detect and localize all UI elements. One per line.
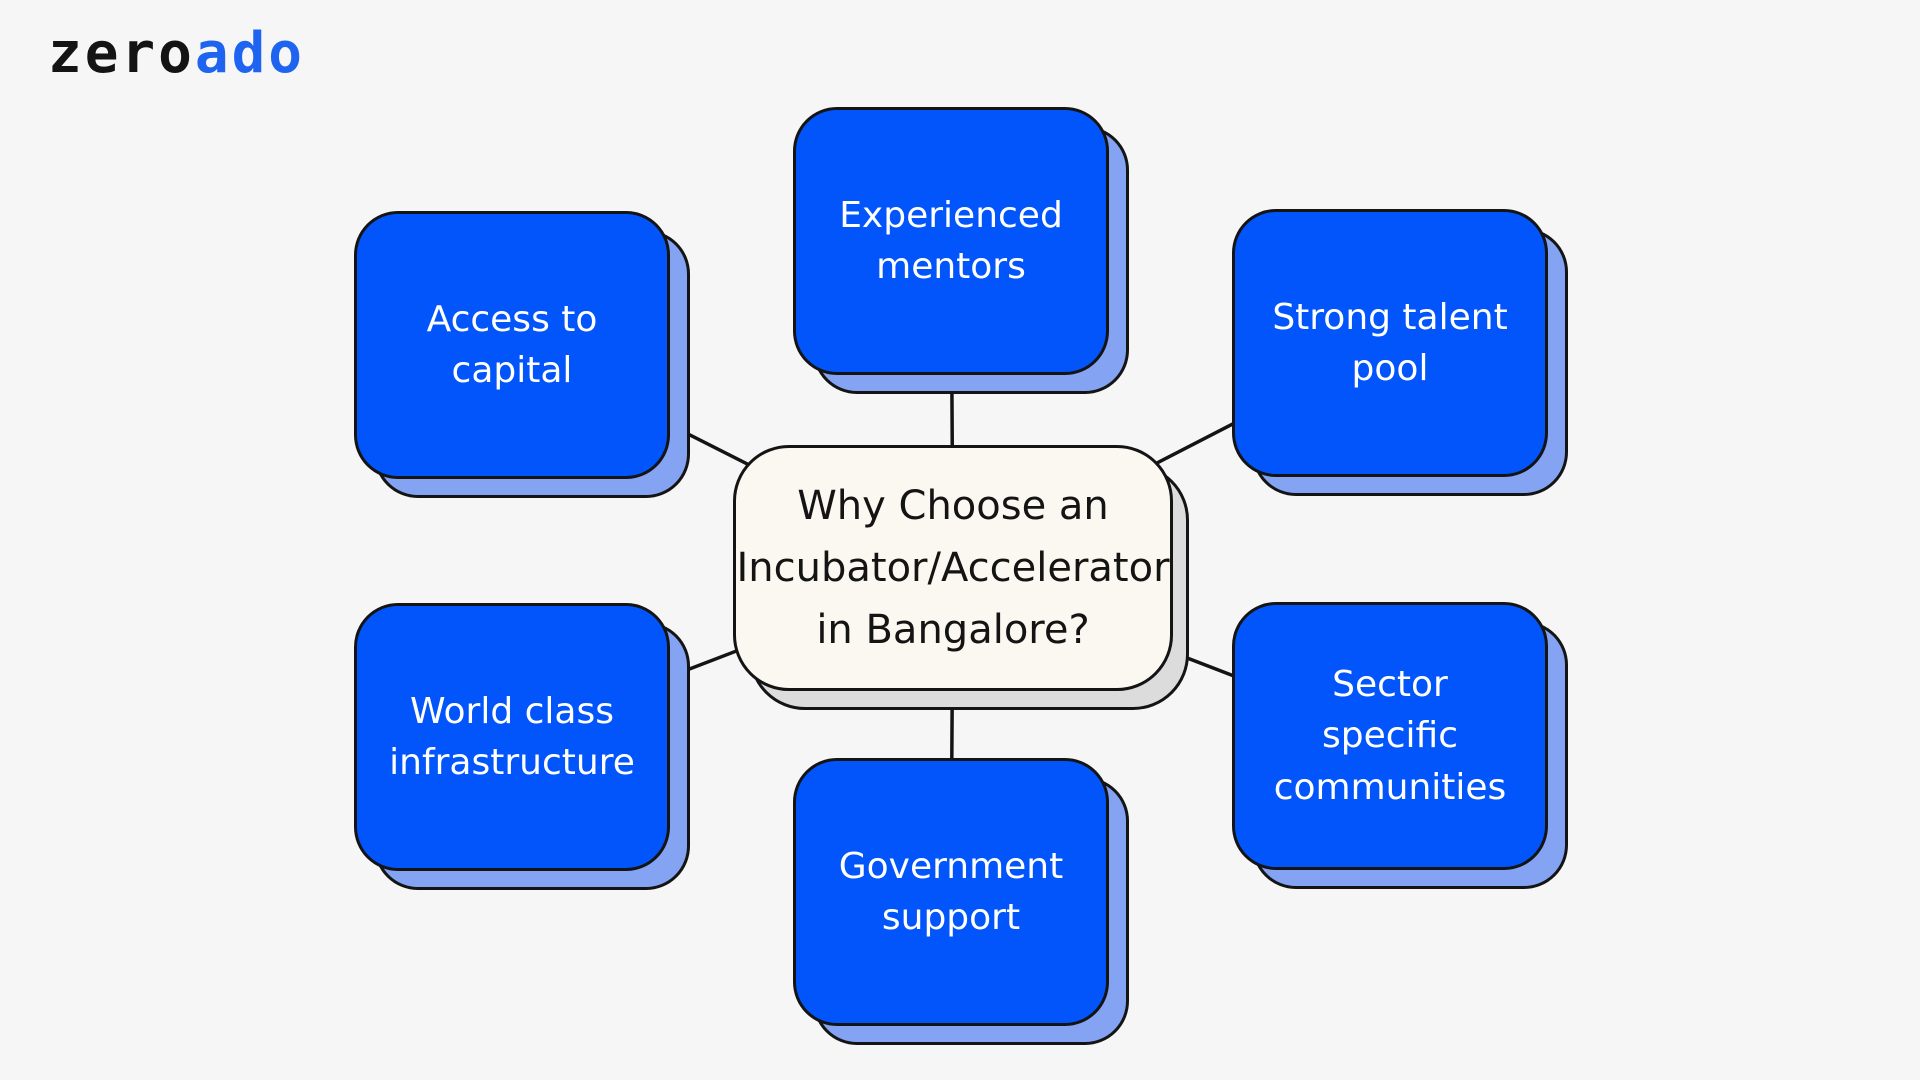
node-government-support: Government support bbox=[793, 758, 1129, 1045]
node-face: World class infrastructure bbox=[354, 603, 670, 871]
central-node-label: Why Choose an Incubator/Accelerator in B… bbox=[736, 483, 1170, 653]
node-experienced-mentors: Experienced mentors bbox=[793, 107, 1129, 394]
node-strong-talent-pool: Strong talent pool bbox=[1232, 209, 1568, 496]
node-face: Experienced mentors bbox=[793, 107, 1109, 375]
logo: zeroado bbox=[48, 26, 305, 82]
node-label: Strong talent pool bbox=[1272, 296, 1508, 389]
node-sector-specific-communities: Sector specific communities bbox=[1232, 602, 1568, 889]
node-label: World class infrastructure bbox=[389, 690, 635, 783]
node-label: Experienced mentors bbox=[839, 194, 1063, 287]
central-node-face: Why Choose an Incubator/Accelerator in B… bbox=[733, 445, 1173, 691]
node-label: Sector specific communities bbox=[1273, 664, 1507, 808]
node-world-class-infrastructure: World class infrastructure bbox=[354, 603, 690, 890]
node-face: Sector specific communities bbox=[1232, 602, 1548, 870]
central-node: Why Choose an Incubator/Accelerator in B… bbox=[733, 445, 1189, 710]
node-face: Government support bbox=[793, 758, 1109, 1026]
logo-text-zero: zero bbox=[48, 21, 195, 86]
node-label: Access to capital bbox=[426, 298, 598, 391]
node-face: Access to capital bbox=[354, 211, 670, 479]
logo-text-ado: ado bbox=[194, 21, 306, 86]
node-label: Government support bbox=[838, 845, 1064, 938]
node-access-to-capital: Access to capital bbox=[354, 211, 690, 498]
node-face: Strong talent pool bbox=[1232, 209, 1548, 477]
